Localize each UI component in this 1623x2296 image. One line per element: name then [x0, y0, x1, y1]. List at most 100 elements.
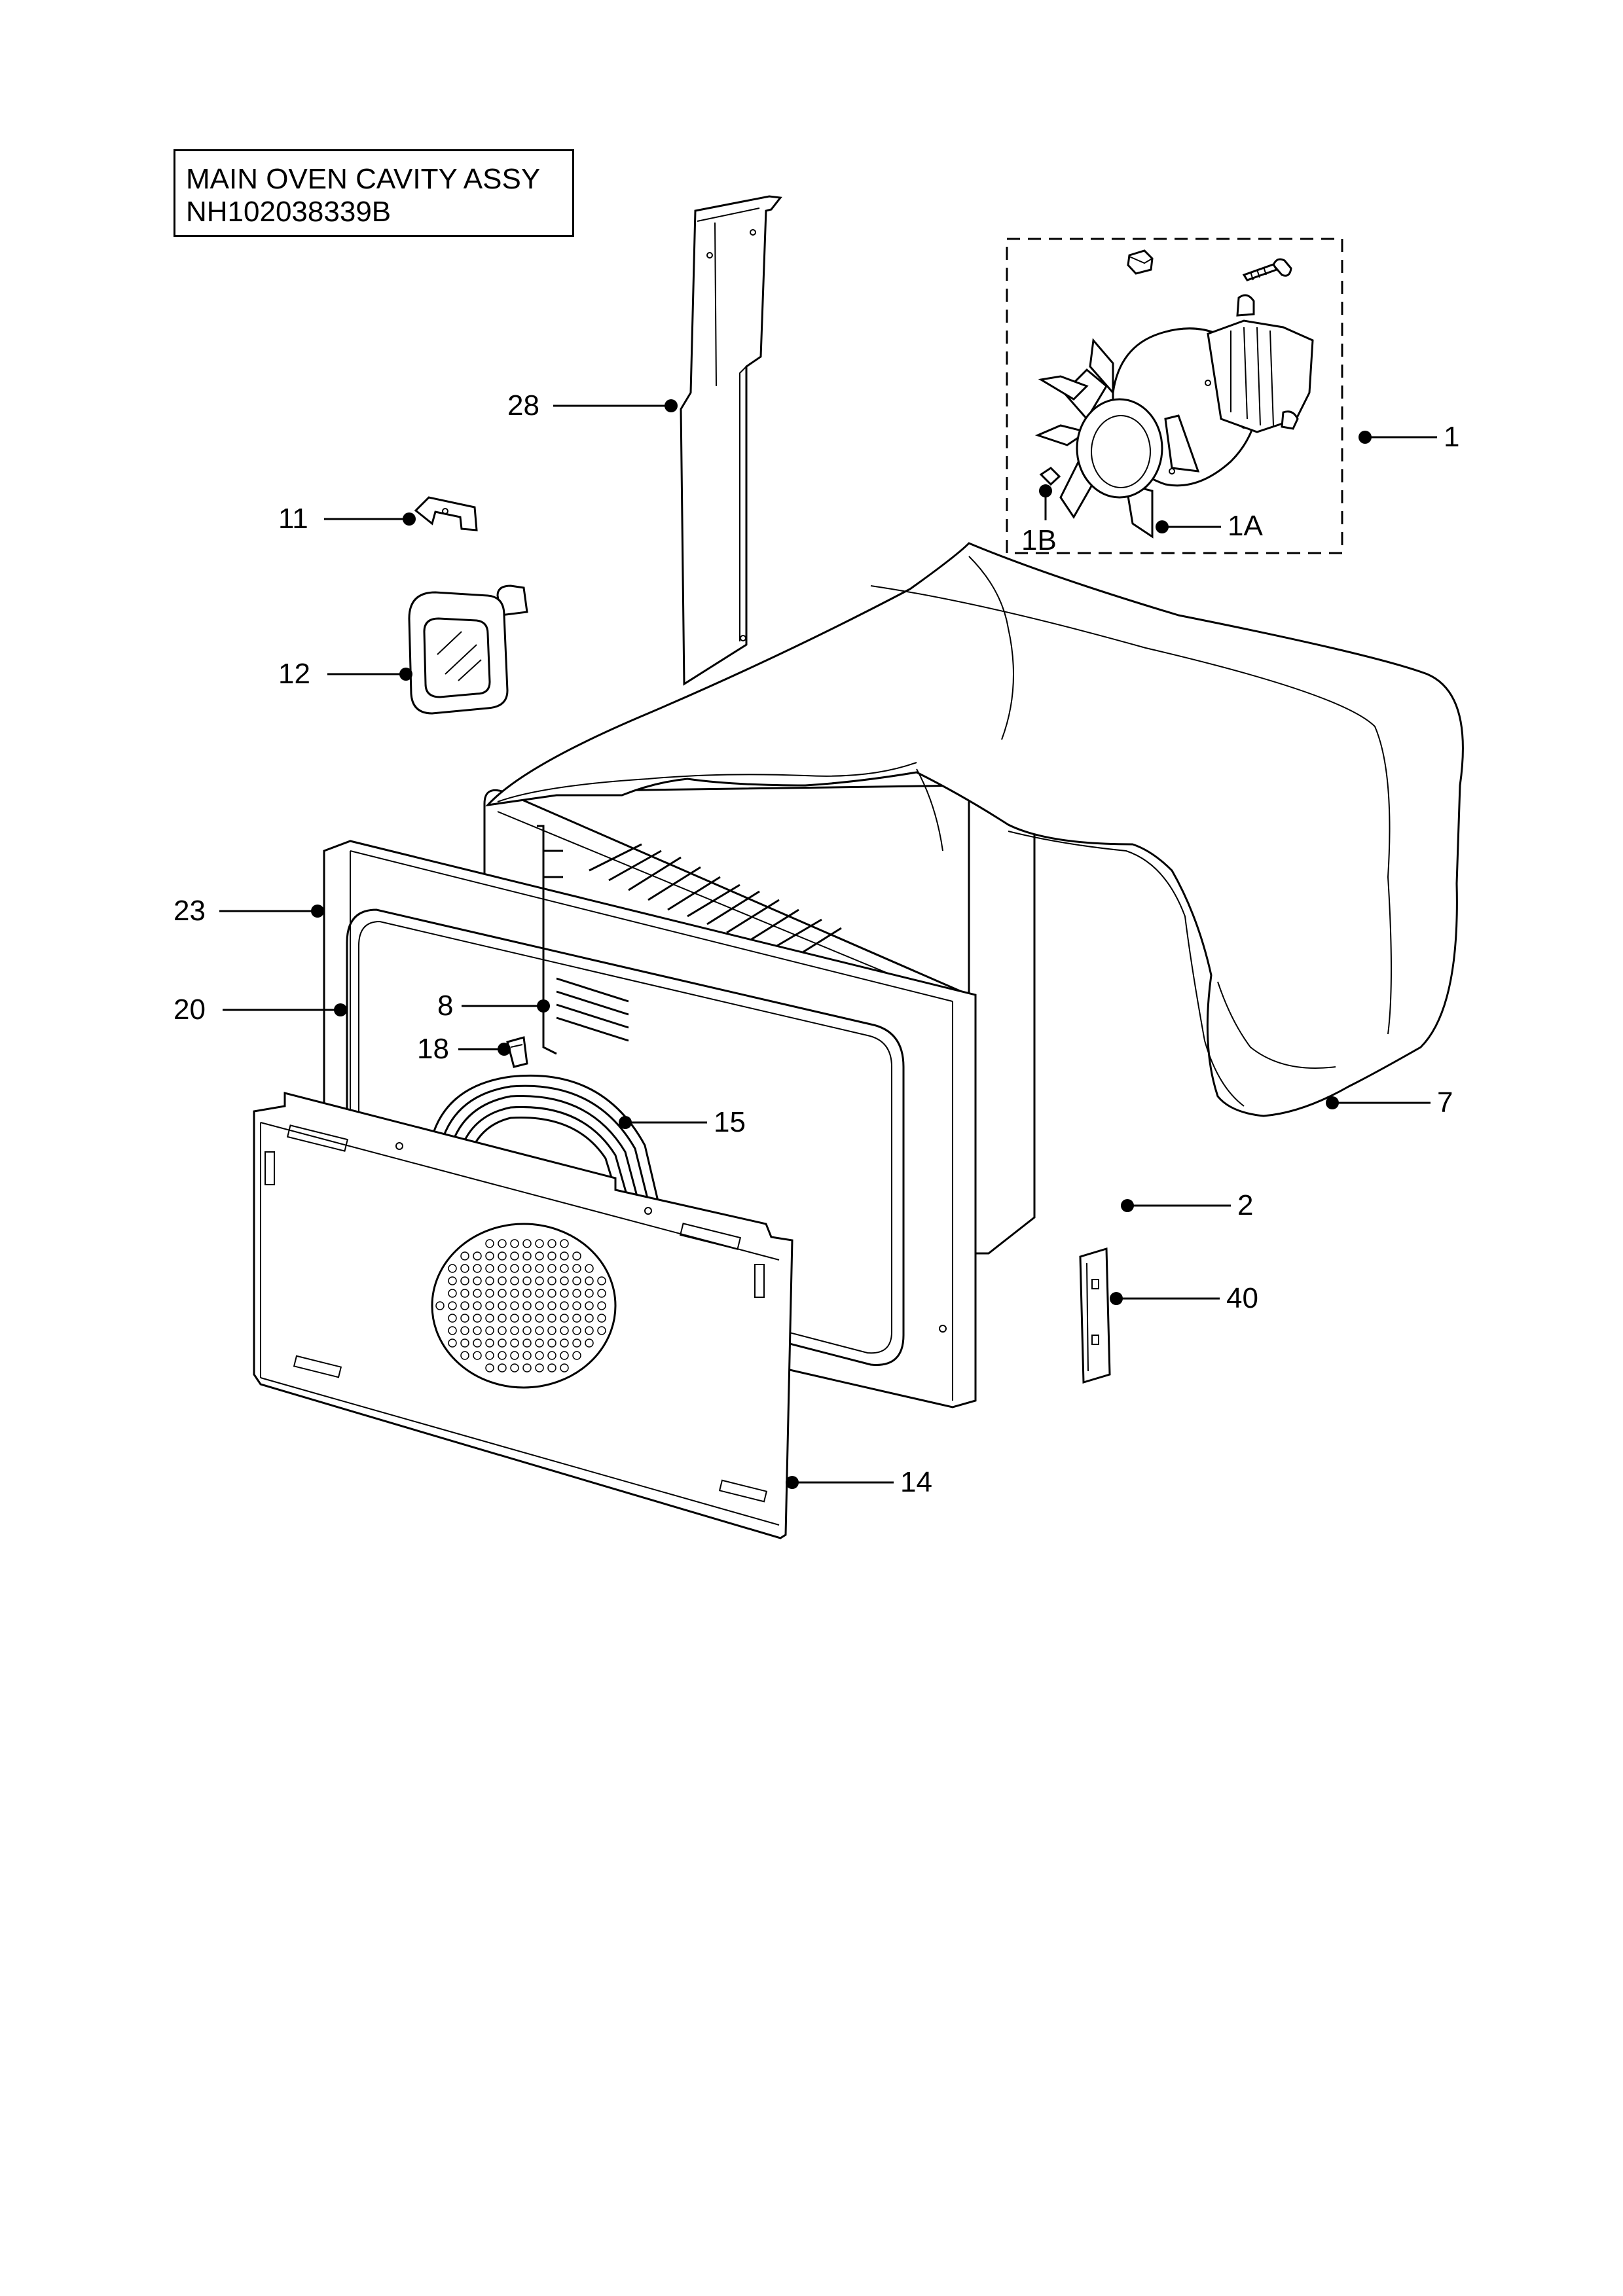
grille-hole: [460, 1276, 469, 1285]
part-28-vertical-bracket: [680, 195, 782, 686]
grille-hole: [572, 1264, 581, 1273]
grille-hole: [597, 1326, 606, 1335]
grille-hole: [435, 1301, 445, 1310]
part-14-rear-panel: [253, 1092, 793, 1539]
grille-hole: [585, 1314, 594, 1323]
grille-hole: [498, 1239, 507, 1248]
grille-hole: [485, 1276, 494, 1285]
grille-hole: [535, 1338, 544, 1348]
grille-hole: [522, 1351, 532, 1360]
grille-hole: [547, 1251, 556, 1261]
grille-hole: [473, 1276, 482, 1285]
grille-hole: [560, 1264, 569, 1273]
grille-hole: [547, 1351, 556, 1360]
grille-hole: [498, 1251, 507, 1261]
grille-hole: [560, 1276, 569, 1285]
callout-12: 12: [278, 658, 310, 690]
callout-20: 20: [173, 994, 206, 1026]
grille-hole: [522, 1289, 532, 1298]
grille-hole: [473, 1351, 482, 1360]
grille-hole: [460, 1338, 469, 1348]
title-box: MAIN OVEN CAVITY ASSY NH102038339B: [173, 149, 574, 237]
grille-hole: [547, 1301, 556, 1310]
assembly-title: MAIN OVEN CAVITY ASSY: [186, 163, 541, 195]
part-18-clip: [506, 1036, 528, 1068]
grille-hole: [597, 1314, 606, 1323]
grille-hole: [547, 1264, 556, 1273]
grille-hole: [560, 1314, 569, 1323]
grille-hole: [485, 1251, 494, 1261]
grille-hole: [498, 1363, 507, 1372]
grille-hole: [510, 1301, 519, 1310]
grille-hole: [510, 1314, 519, 1323]
grille-hole: [448, 1338, 457, 1348]
grille-hole: [510, 1351, 519, 1360]
grille-hole: [572, 1338, 581, 1348]
grille-hole: [585, 1289, 594, 1298]
grille-hole: [460, 1314, 469, 1323]
grille-hole: [473, 1326, 482, 1335]
grille-hole: [460, 1289, 469, 1298]
grille-hole: [510, 1251, 519, 1261]
grille-hole: [535, 1363, 544, 1372]
grille-hole: [535, 1289, 544, 1298]
grille-hole: [560, 1289, 569, 1298]
grille-hole: [560, 1301, 569, 1310]
grille-hole: [560, 1351, 569, 1360]
grille-hole: [572, 1301, 581, 1310]
grille-hole: [560, 1239, 569, 1248]
callout-leaders: [219, 399, 1437, 1489]
grille-hole: [460, 1351, 469, 1360]
grille-hole: [498, 1326, 507, 1335]
grille-hole: [473, 1251, 482, 1261]
grille-hole: [535, 1301, 544, 1310]
grille-hole: [572, 1276, 581, 1285]
grille-hole: [547, 1276, 556, 1285]
grille-hole: [585, 1326, 594, 1335]
grille-hole: [585, 1264, 594, 1273]
grille-hole: [485, 1301, 494, 1310]
grille-hole: [510, 1363, 519, 1372]
grille-hole: [535, 1276, 544, 1285]
callout-1B: 1B: [1021, 524, 1057, 556]
grille-hole: [535, 1326, 544, 1335]
grille-hole: [510, 1264, 519, 1273]
grille-hole: [498, 1351, 507, 1360]
grille-hole: [498, 1314, 507, 1323]
grille-hole: [498, 1289, 507, 1298]
grille-hole: [448, 1326, 457, 1335]
grille-hole: [473, 1301, 482, 1310]
grille-hole: [560, 1363, 569, 1372]
grille-hole: [585, 1338, 594, 1348]
grille-hole: [498, 1276, 507, 1285]
grille-hole: [572, 1351, 581, 1360]
grille-hole: [522, 1264, 532, 1273]
grille-hole: [448, 1289, 457, 1298]
grille-hole: [547, 1363, 556, 1372]
callout-labels: 28 11 12 1 1A 1B 23 20 8 18 15 7 2 40 14: [173, 389, 1459, 1498]
grille-hole: [460, 1326, 469, 1335]
grille-hole: [510, 1326, 519, 1335]
grille-hole: [547, 1314, 556, 1323]
grille-hole: [510, 1289, 519, 1298]
grille-hole: [448, 1301, 457, 1310]
grille-hole: [585, 1301, 594, 1310]
part-11-clip: [414, 496, 478, 531]
grille-hole: [485, 1289, 494, 1298]
grille-hole: [572, 1289, 581, 1298]
grille-hole: [498, 1301, 507, 1310]
grille-hole: [522, 1239, 532, 1248]
grille-hole: [597, 1276, 606, 1285]
grille-hole: [522, 1301, 532, 1310]
grille-hole: [473, 1314, 482, 1323]
grille-hole: [560, 1326, 569, 1335]
grille-hole: [522, 1363, 532, 1372]
grille-hole: [485, 1338, 494, 1348]
grille-hole: [572, 1314, 581, 1323]
grille-hole: [473, 1264, 482, 1273]
grille-hole: [547, 1326, 556, 1335]
fan-grille: [431, 1223, 617, 1389]
callout-28: 28: [507, 389, 539, 422]
callout-40: 40: [1226, 1282, 1258, 1314]
callout-18: 18: [417, 1033, 449, 1065]
